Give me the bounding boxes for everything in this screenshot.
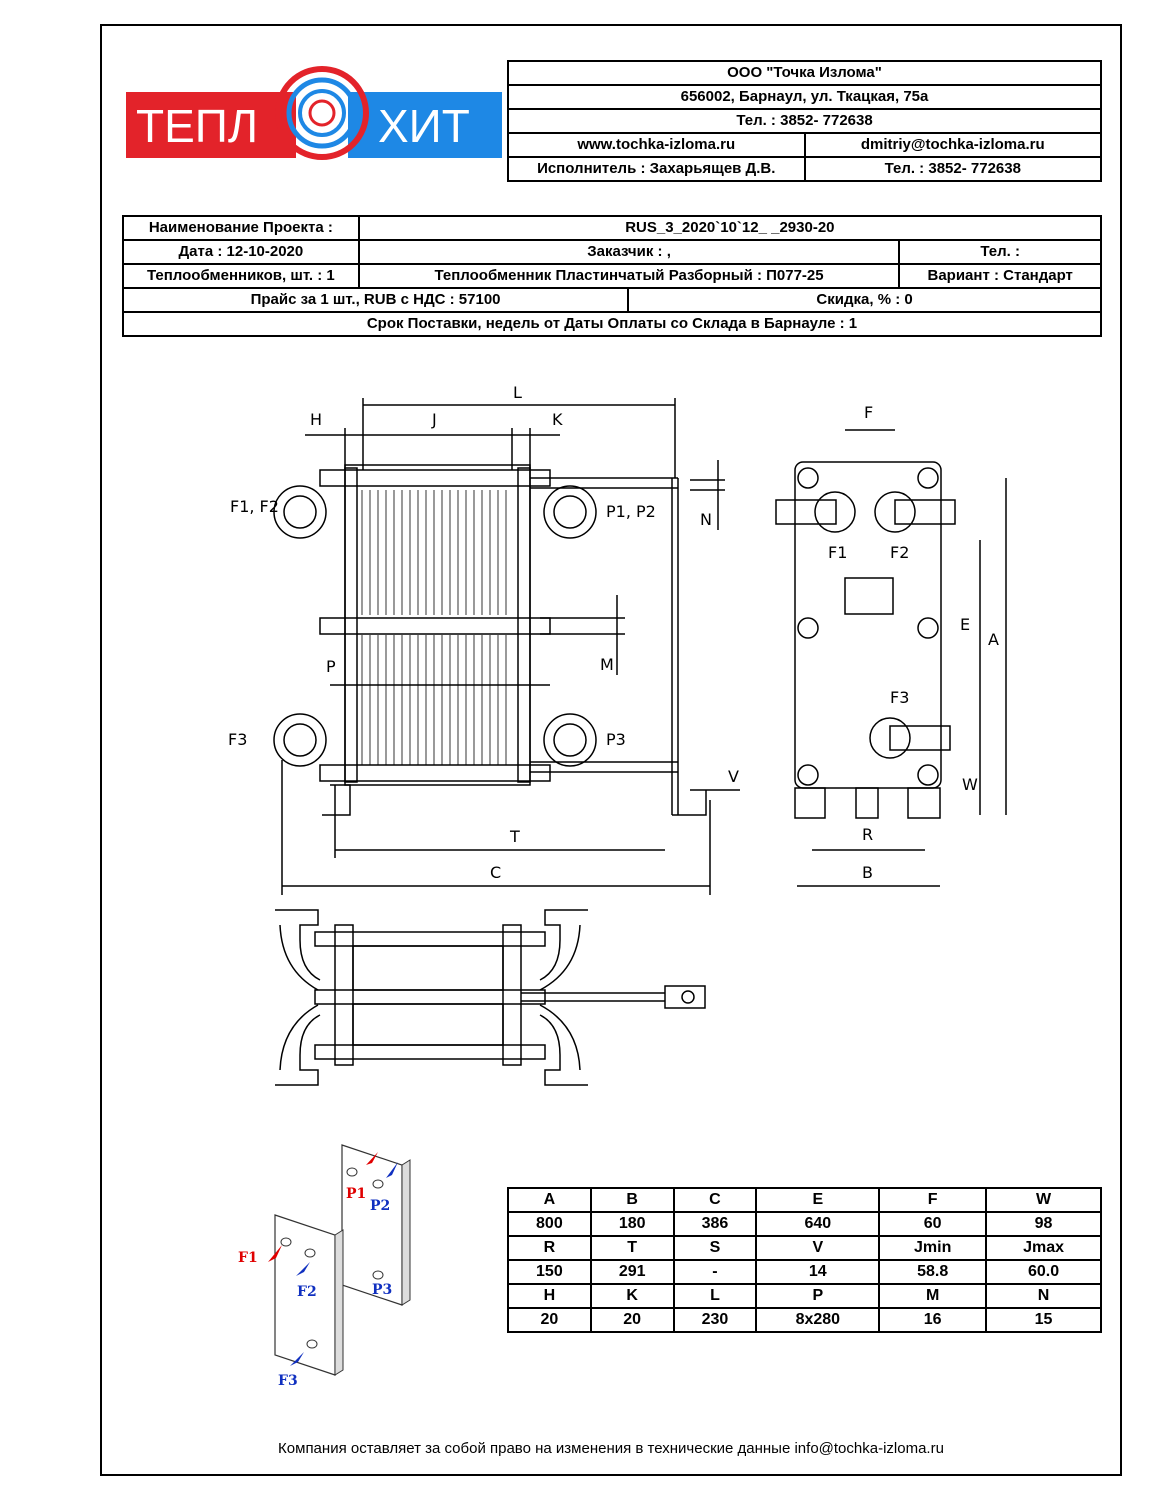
dim-cell: 800 xyxy=(507,1211,592,1237)
dim-cell: 20 xyxy=(589,1307,675,1333)
teplohit-logo: ТЕПЛ ХИТ xyxy=(126,66,502,160)
dim-cell: 8x280 xyxy=(755,1307,881,1333)
dim-cell: 98 xyxy=(985,1211,1102,1237)
project-customer-phone: Тел. : xyxy=(898,239,1102,265)
label-F1F2: F1, F2 xyxy=(230,497,279,516)
company-table: ООО "Точка Излома" 656002, Барнаул, ул. … xyxy=(507,60,1102,182)
label-F1: F1 xyxy=(828,543,847,562)
label-C: C xyxy=(490,863,501,882)
label-A: A xyxy=(988,630,999,649)
dim-cell: 60 xyxy=(878,1211,988,1237)
dim-cell: 180 xyxy=(589,1211,675,1237)
dim-cell: 20 xyxy=(507,1307,592,1333)
label-N: N xyxy=(700,510,712,529)
label-P: P xyxy=(326,657,336,676)
project-delivery: Срок Поставки, недель от Даты Оплаты со … xyxy=(122,311,1102,337)
company-phone: Тел. : 3852- 772638 xyxy=(507,108,1102,134)
iso-label-P1: P1 xyxy=(346,1186,366,1202)
dim-cell: K xyxy=(589,1283,675,1309)
dim-cell: V xyxy=(755,1235,881,1261)
label-V: V xyxy=(728,767,739,786)
label-J: J xyxy=(431,410,437,429)
project-price: Прайс за 1 шт., RUB с НДС : 57100 xyxy=(121,287,630,313)
dim-cell: Jmax xyxy=(985,1235,1102,1261)
label-L: L xyxy=(513,383,522,402)
dim-cell: 150 xyxy=(507,1259,592,1285)
company-address: 656002, Барнаул, ул. Ткацкая, 75а xyxy=(507,84,1102,110)
label-F3: F3 xyxy=(228,730,247,749)
iso-label-F1: F1 xyxy=(238,1250,258,1266)
iso-label-P2: P2 xyxy=(370,1198,390,1214)
plate-flow-diagram: P1 P2 F1 F2 P3 F3 xyxy=(238,1144,411,1389)
label-F2: F2 xyxy=(890,543,909,562)
dim-row-header-1: A B C E F W xyxy=(507,1187,1102,1213)
heat-exchanger-drawing: L H J K F1, F2 P1, P2 N M P F3 P3 V T C … xyxy=(228,383,1007,1086)
dim-cell: 16 xyxy=(878,1307,988,1333)
dim-cell: A xyxy=(507,1187,592,1213)
dim-cell: 230 xyxy=(672,1307,758,1333)
project-name-value: RUS_3_2020`10`12_ _2930-20 xyxy=(357,215,1103,241)
dim-cell: P xyxy=(755,1283,881,1309)
iso-label-F2: F2 xyxy=(297,1284,317,1300)
label-E: E xyxy=(960,615,970,634)
dim-cell: M xyxy=(878,1283,988,1309)
dim-cell: H xyxy=(507,1283,592,1309)
project-customer: Заказчик : , xyxy=(357,239,901,265)
project-date: Дата : 12-10-2020 xyxy=(122,239,360,265)
dim-cell: Jmin xyxy=(878,1235,988,1261)
footer-note: Компания оставляет за собой право на изм… xyxy=(278,1440,944,1457)
dim-cell: L xyxy=(672,1283,758,1309)
company-email[interactable]: dmitriy@tochka-izloma.ru xyxy=(803,132,1102,158)
dim-row-header-3: H K L P M N xyxy=(507,1283,1102,1309)
company-name: ООО "Точка Излома" xyxy=(507,60,1102,86)
label-K: K xyxy=(552,410,563,429)
executor: Исполнитель : Захарьящев Д.В. xyxy=(507,156,806,182)
dim-cell: B xyxy=(589,1187,675,1213)
dim-cell: E xyxy=(755,1187,881,1213)
dim-cell: N xyxy=(985,1283,1102,1309)
iso-label-F3: F3 xyxy=(278,1373,298,1389)
label-F: F xyxy=(864,403,873,422)
dim-cell: S xyxy=(672,1235,758,1261)
label-F3-front: F3 xyxy=(890,688,909,707)
project-model: Теплообменник Пластинчатый Разборный : П… xyxy=(357,263,901,289)
dim-cell: 15 xyxy=(985,1307,1102,1333)
project-discount: Скидка, % : 0 xyxy=(627,287,1102,313)
dim-row-header-2: R T S V Jmin Jmax xyxy=(507,1235,1102,1261)
project-variant: Вариант : Стандарт xyxy=(898,263,1102,289)
label-P1P2: P1, P2 xyxy=(606,502,656,521)
dim-cell: 60.0 xyxy=(985,1259,1102,1285)
logo-text-right: ХИТ xyxy=(378,100,470,152)
project-count: Теплообменников, шт. : 1 xyxy=(122,263,360,289)
label-T: T xyxy=(509,827,520,846)
dim-cell: 14 xyxy=(755,1259,881,1285)
page-frame xyxy=(100,24,1122,1476)
dim-cell: 640 xyxy=(755,1211,881,1237)
label-B: B xyxy=(862,863,873,882)
label-R: R xyxy=(862,825,873,844)
project-name-label: Наименование Проекта : xyxy=(122,215,360,241)
dim-cell: C xyxy=(672,1187,758,1213)
company-website[interactable]: www.tochka-izloma.ru xyxy=(507,132,806,158)
iso-label-P3: P3 xyxy=(372,1282,392,1298)
dim-row-values-3: 20 20 230 8x280 16 15 xyxy=(507,1307,1102,1333)
dim-cell: - xyxy=(672,1259,758,1285)
dim-cell: R xyxy=(507,1235,592,1261)
label-W: W xyxy=(962,775,978,794)
dim-cell: 291 xyxy=(589,1259,675,1285)
dim-cell: F xyxy=(878,1187,988,1213)
logo-text-left: ТЕПЛ xyxy=(136,100,258,152)
dim-cell: W xyxy=(985,1187,1102,1213)
dim-cell: T xyxy=(589,1235,675,1261)
dim-row-values-1: 800 180 386 640 60 98 xyxy=(507,1211,1102,1237)
label-H: H xyxy=(310,410,322,429)
executor-phone: Тел. : 3852- 772638 xyxy=(803,156,1102,182)
project-table: Наименование Проекта : RUS_3_2020`10`12_… xyxy=(121,215,1103,337)
dimensions-table: A B C E F W 800 180 386 640 60 98 R T S … xyxy=(507,1187,1102,1333)
dim-cell: 386 xyxy=(672,1211,758,1237)
label-M: M xyxy=(600,655,614,674)
dim-cell: 58.8 xyxy=(878,1259,988,1285)
dim-row-values-2: 150 291 - 14 58.8 60.0 xyxy=(507,1259,1102,1285)
label-P3: P3 xyxy=(606,730,626,749)
